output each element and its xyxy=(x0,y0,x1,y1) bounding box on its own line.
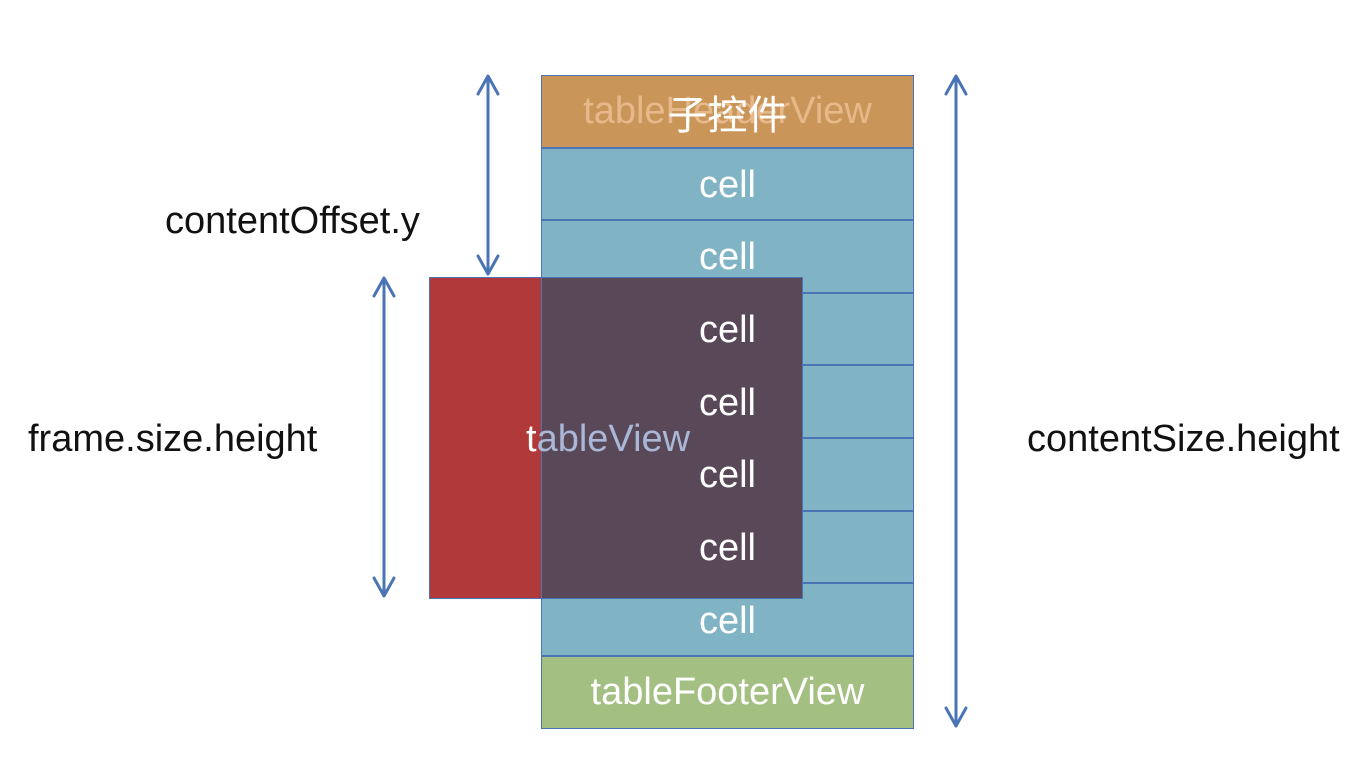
cell-label: cell xyxy=(698,382,757,424)
content-size-height-label: contentSize.height xyxy=(1027,418,1340,460)
frame-height-label: frame.size.height xyxy=(28,418,318,460)
arrow-head-down xyxy=(476,254,500,276)
arrow-head-up xyxy=(372,276,396,298)
cell-label: cell xyxy=(698,600,757,642)
content-offset-label: contentOffset.y xyxy=(165,200,420,242)
arrow-head-down xyxy=(372,576,396,598)
cell-label: cell xyxy=(698,164,757,206)
cell-label: cell xyxy=(698,309,757,351)
tableview-label-rest: ableView xyxy=(536,418,691,460)
tableview-label-first: t xyxy=(526,418,537,460)
cell-label: cell xyxy=(698,454,757,496)
arrow-head-up xyxy=(476,74,500,96)
table-header-view-label: tableHeaderView xyxy=(583,90,872,132)
cell-label: cell xyxy=(698,527,757,569)
subviews-label: 子控件 xyxy=(667,92,788,139)
tableview-label: tableView xyxy=(526,420,690,458)
table-footer-view: tableFooterView xyxy=(541,656,914,729)
table-header-view: tableHeaderView 子控件 xyxy=(541,75,914,148)
cell-label: cell xyxy=(698,236,757,278)
arrow-head-up xyxy=(944,74,968,96)
arrow-head-down xyxy=(944,706,968,728)
table-cell xyxy=(541,148,914,220)
table-footer-view-label: tableFooterView xyxy=(590,671,865,713)
